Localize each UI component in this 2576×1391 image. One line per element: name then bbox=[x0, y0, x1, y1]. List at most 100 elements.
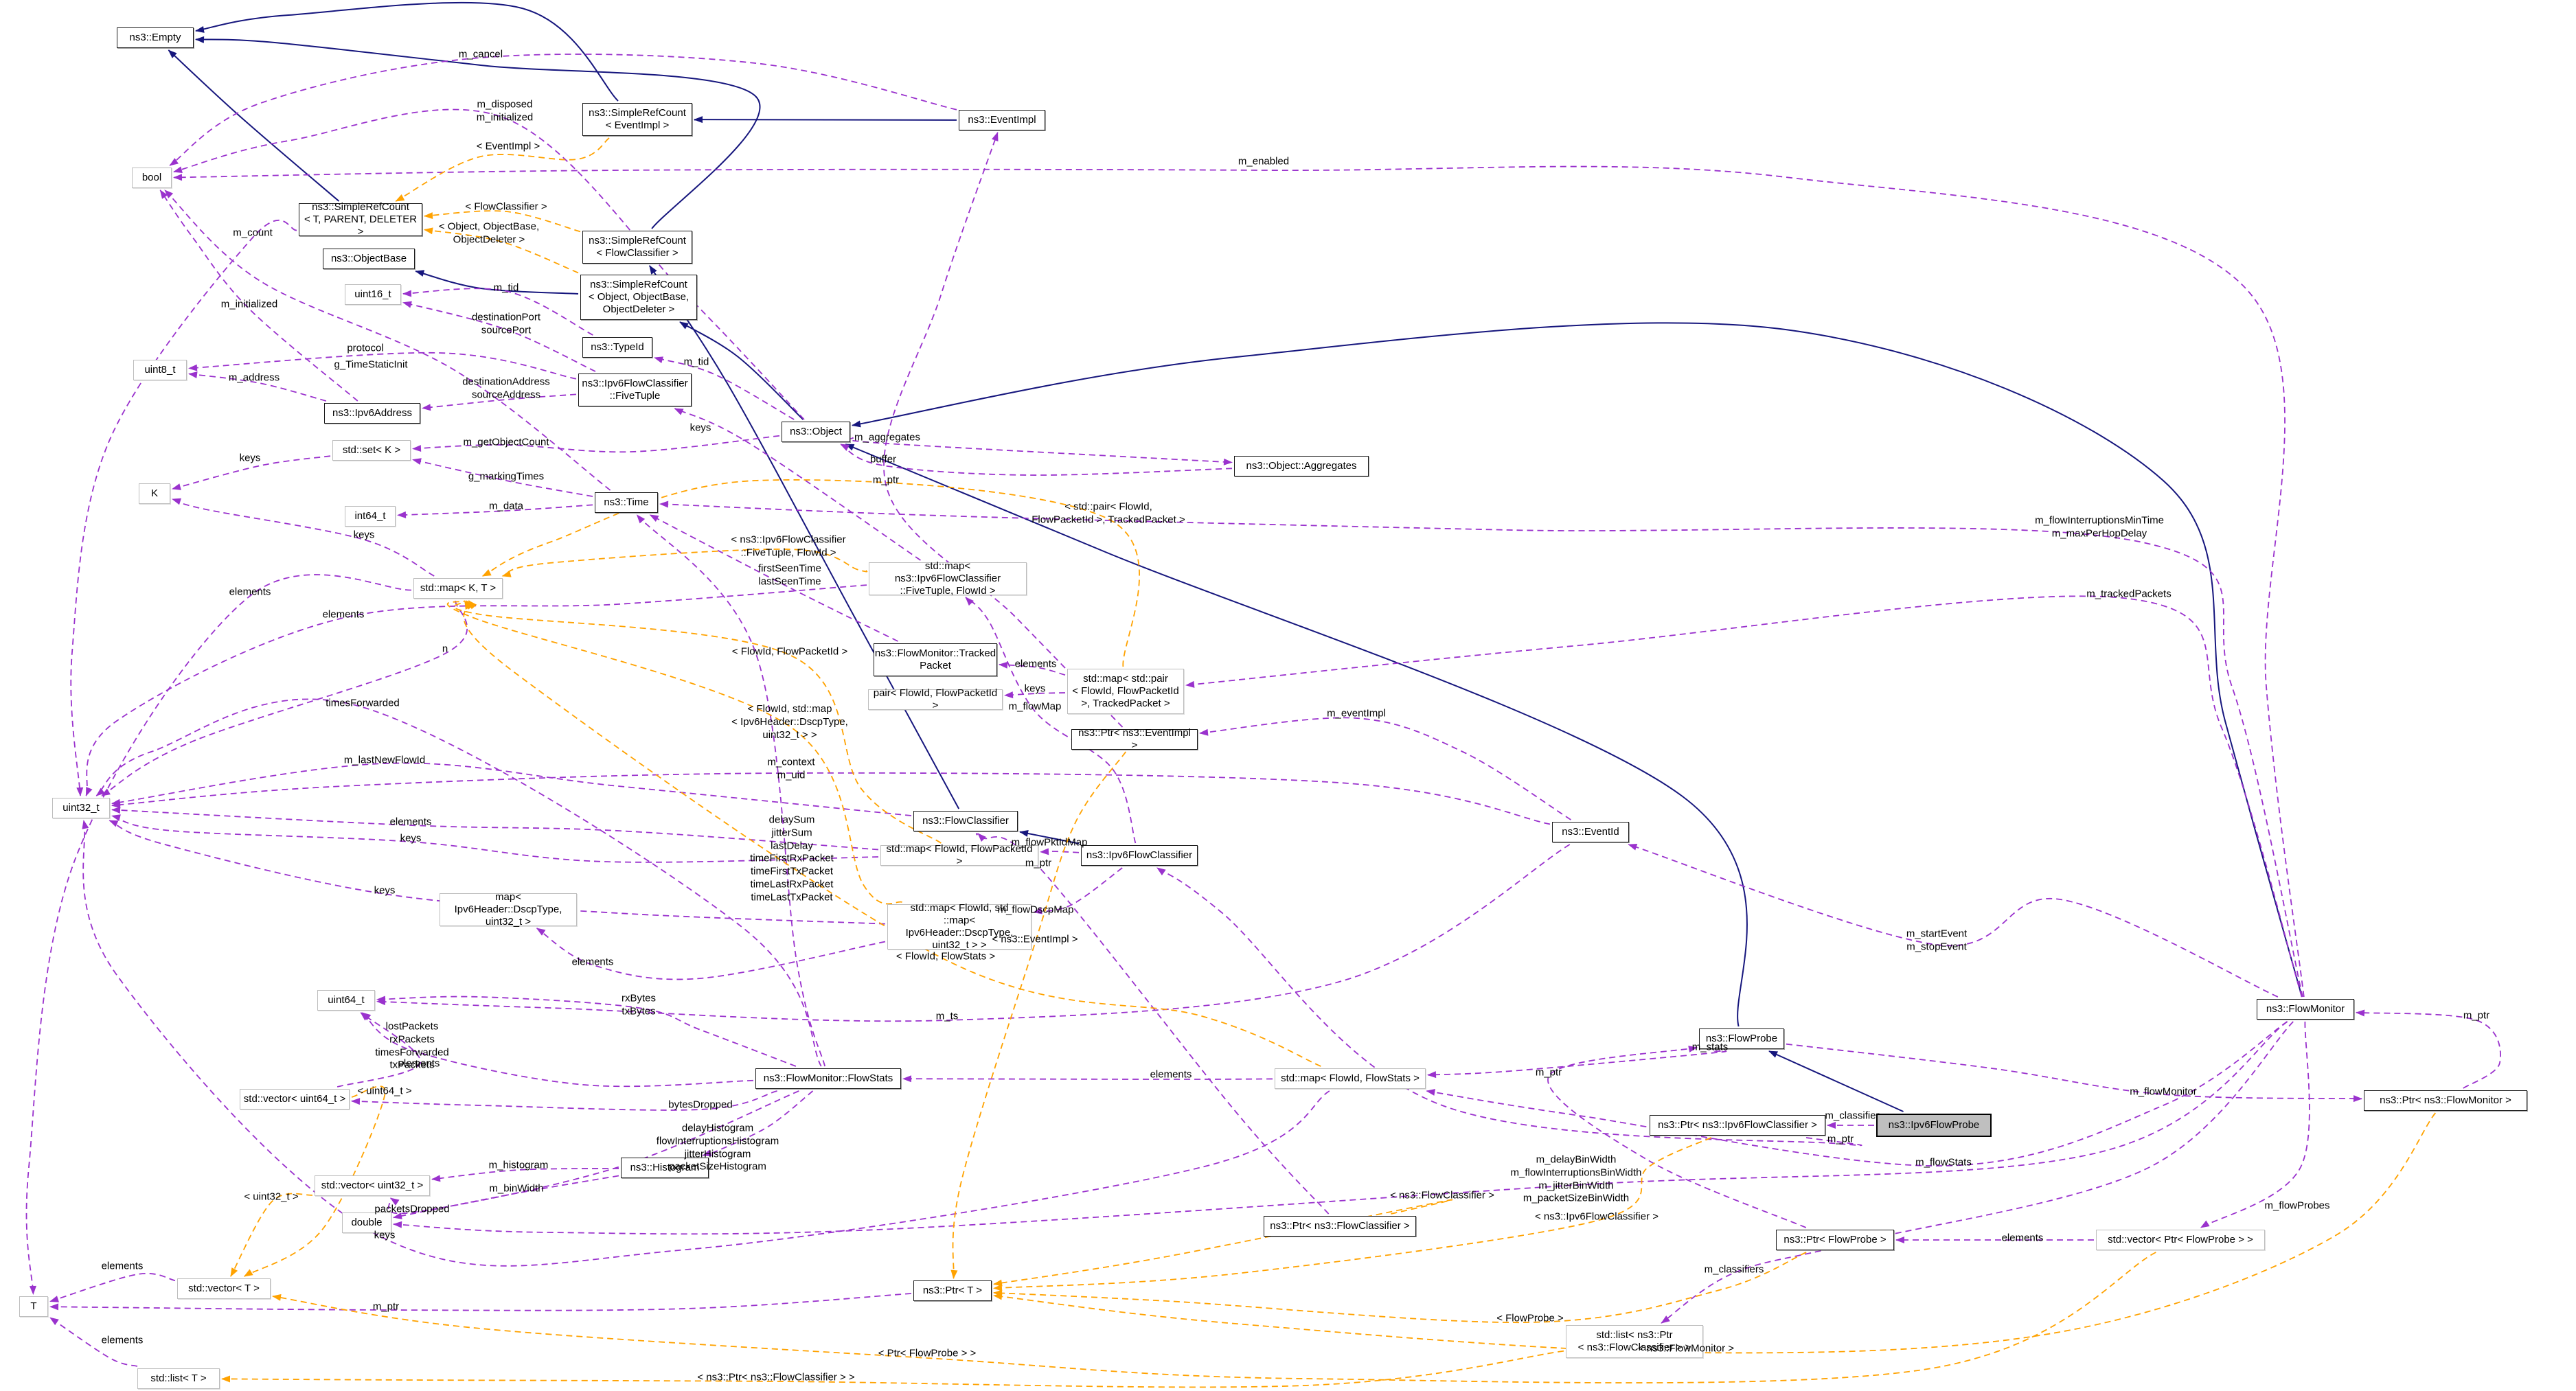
node-aggregates[interactable]: ns3::Object::Aggregates bbox=[1234, 456, 1369, 476]
edge-label: < ns3::EventImpl > bbox=[992, 933, 1078, 945]
node-mapdscp: map< Ipv6Header::DscpType, uint32_t > bbox=[440, 891, 577, 928]
edge-label: < ns3::Ptr< ns3::FlowClassifier > > bbox=[697, 1371, 855, 1383]
node-vec_ptr_fp: std::vector< Ptr< FlowProbe > > bbox=[2096, 1230, 2265, 1250]
node-flowclassifier[interactable]: ns3::FlowClassifier bbox=[913, 811, 1018, 831]
node-ptr_eventimpl[interactable]: ns3::Ptr< ns3::EventImpl > bbox=[1071, 727, 1198, 751]
node-vec_t: std::vector< T > bbox=[177, 1278, 271, 1299]
node-eventimpl[interactable]: ns3::EventImpl bbox=[959, 110, 1045, 130]
node-object[interactable]: ns3::Object bbox=[782, 422, 850, 442]
edge-mapkt-t bbox=[25, 574, 412, 1295]
edge-label: m_trackedPackets bbox=[2086, 588, 2172, 600]
edge-flowmonitor-vec_ptr_fp bbox=[2200, 1021, 2310, 1228]
edge-label: < uint32_t > bbox=[244, 1191, 299, 1203]
edge-vec_t-t bbox=[49, 1272, 176, 1302]
edge-map_ft_fid-mapkt bbox=[501, 548, 868, 577]
node-ptr_fm[interactable]: ns3::Ptr< ns3::FlowMonitor > bbox=[2364, 1090, 2527, 1111]
edge-label: m_getObjectCount bbox=[463, 436, 549, 448]
node-ipv6flowprobe[interactable]: ns3::Ipv6FlowProbe bbox=[1876, 1114, 1992, 1137]
edge-histogram-double bbox=[393, 1175, 619, 1219]
edge-flowprobe-map_fid_fs bbox=[1427, 1050, 1727, 1079]
edge-label: m_ptr bbox=[872, 474, 900, 486]
node-empty[interactable]: ns3::Empty bbox=[117, 27, 194, 48]
edge-vec_ptr_fp-vec_t bbox=[272, 1252, 2156, 1383]
node-pairff: pair< FlowId, FlowPacketId > bbox=[868, 687, 1003, 711]
edge-eventid-ptr_eventimpl bbox=[1199, 717, 1571, 820]
edge-map_ft_fid-fivetuple bbox=[674, 408, 921, 561]
edge-label: elements bbox=[2001, 1232, 2044, 1244]
edge-label: m_classifier bbox=[1825, 1110, 1880, 1122]
edge-label: keys bbox=[1024, 682, 1046, 695]
edge-label: elements bbox=[101, 1334, 144, 1346]
edge-object-setk bbox=[412, 435, 780, 453]
node-fivetuple[interactable]: ns3::Ipv6FlowClassifier ::FiveTuple bbox=[578, 373, 692, 406]
edge-flowstats-histogram bbox=[702, 1090, 814, 1157]
node-flowprobe[interactable]: ns3::FlowProbe bbox=[1699, 1028, 1784, 1049]
edge-flowmonitor-map_fid_fs bbox=[1426, 1021, 2288, 1166]
node-flowmonitor[interactable]: ns3::FlowMonitor bbox=[2257, 999, 2354, 1020]
edge-label: m_ptr bbox=[1025, 857, 1052, 869]
edge-sr_event-empty bbox=[195, 1, 619, 102]
edge-label: < ns3::FlowClassifier > bbox=[1390, 1189, 1494, 1202]
node-uint16: uint16_t bbox=[345, 284, 401, 305]
edge-flowmonitor-list_ptr_fc bbox=[1661, 1021, 2294, 1324]
node-ptr_fc[interactable]: ns3::Ptr< ns3::FlowClassifier > bbox=[1264, 1216, 1416, 1237]
edge-label: m_ts bbox=[935, 1010, 959, 1022]
edge-fivetuple-uint8 bbox=[188, 352, 577, 380]
node-ptr_fp[interactable]: ns3::Ptr< FlowProbe > bbox=[1776, 1230, 1894, 1250]
node-tracked[interactable]: ns3::FlowMonitor::Tracked Packet bbox=[874, 643, 997, 676]
edge-map_fid_dscp-uint32 bbox=[109, 820, 886, 925]
edge-ptr_eventimpl-ptr_t bbox=[950, 751, 1127, 1279]
edge-label: m_tid bbox=[493, 281, 519, 294]
edge-label: m_disposed m_initialized bbox=[476, 98, 534, 123]
node-uint8: uint8_t bbox=[133, 360, 187, 380]
node-objectbase[interactable]: ns3::ObjectBase bbox=[323, 249, 415, 269]
edge-label: destinationAddress sourceAddress bbox=[462, 376, 550, 400]
edge-label: elements bbox=[571, 956, 614, 968]
node-uint32: uint32_t bbox=[52, 798, 110, 818]
edge-ptr_fp-flowprobe bbox=[1547, 1046, 1807, 1228]
edge-flowprobe-object bbox=[845, 444, 1748, 1027]
edge-label: keys bbox=[353, 529, 375, 541]
node-sr_event[interactable]: ns3::SimpleRefCount < EventImpl > bbox=[582, 103, 692, 136]
node-k: K bbox=[139, 483, 170, 504]
node-ptr_ipv6fc[interactable]: ns3::Ptr< ns3::Ipv6FlowClassifier > bbox=[1650, 1115, 1825, 1136]
edge-aggregates-object bbox=[840, 444, 1233, 476]
edge-label: m_count bbox=[233, 227, 273, 239]
edge-label: m_ptr bbox=[2463, 1009, 2490, 1022]
edge-label: < FlowClassifier > bbox=[465, 200, 547, 213]
node-sr_fc[interactable]: ns3::SimpleRefCount < FlowClassifier > bbox=[582, 231, 692, 264]
node-histogram[interactable]: ns3::Histogram bbox=[621, 1158, 709, 1178]
edge-label: < uint64_t > bbox=[357, 1085, 412, 1097]
edge-label: g_markingTimes bbox=[468, 470, 545, 483]
edge-map_fid_dscp-mapkt bbox=[446, 600, 902, 905]
edge-time-bool bbox=[164, 189, 611, 491]
node-list_ptr_fc: std::list< ns3::Ptr < ns3::FlowClassifie… bbox=[1566, 1325, 1703, 1358]
node-sr_ood[interactable]: ns3::SimpleRefCount < Object, ObjectBase… bbox=[580, 275, 697, 320]
edge-sr_tpd-empty bbox=[168, 49, 340, 202]
edge-flowclassifier-sr_fc bbox=[648, 265, 960, 809]
edge-label: m_flowStats bbox=[1915, 1156, 1972, 1169]
edge-label: < FlowId, FlowStats > bbox=[896, 950, 996, 963]
node-sr_tpd[interactable]: ns3::SimpleRefCount < T, PARENT, DELETER… bbox=[299, 201, 422, 238]
node-setk: std::set< K > bbox=[332, 440, 411, 461]
edge-label: bytesDropped bbox=[668, 1099, 733, 1111]
node-flowstats[interactable]: ns3::FlowMonitor::FlowStats bbox=[755, 1068, 901, 1089]
node-time[interactable]: ns3::Time bbox=[595, 492, 658, 513]
edge-flowstats-vec_uint32 bbox=[387, 1090, 799, 1215]
node-ptr_t[interactable]: ns3::Ptr< T > bbox=[913, 1280, 992, 1301]
edge-eventid-uint64 bbox=[376, 844, 1571, 1022]
edge-label: lostPackets rxPackets timesForwarded txP… bbox=[375, 1020, 449, 1071]
node-typeid[interactable]: ns3::TypeId bbox=[582, 337, 652, 358]
edge-flowmonitor-map_pair_tracked bbox=[1185, 595, 2303, 998]
edge-label: m_eventImpl bbox=[1327, 707, 1386, 720]
edge-ptr_fp-ptr_t bbox=[993, 1252, 1807, 1324]
node-eventid[interactable]: ns3::EventId bbox=[1552, 822, 1629, 842]
node-ipv6fc[interactable]: ns3::Ipv6FlowClassifier bbox=[1081, 845, 1198, 866]
edge-label: m_startEvent m_stopEvent bbox=[1906, 928, 1968, 952]
edge-map_pair_tracked-pairff bbox=[1004, 691, 1066, 699]
edge-object-bool bbox=[173, 108, 805, 420]
node-ipv6addr[interactable]: ns3::Ipv6Address bbox=[324, 403, 420, 424]
edge-flowmonitor-time bbox=[659, 501, 2303, 998]
edge-sr_event-sr_tpd bbox=[395, 137, 610, 202]
edge-time-int64 bbox=[397, 504, 593, 518]
